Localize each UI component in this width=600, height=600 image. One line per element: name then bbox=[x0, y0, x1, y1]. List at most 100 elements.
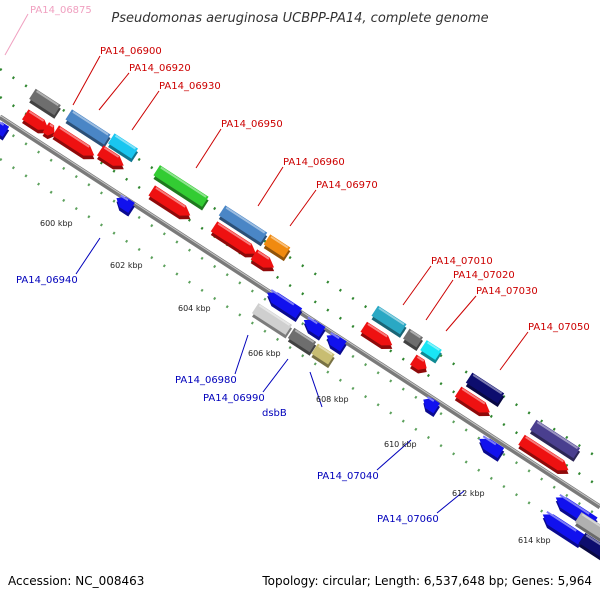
feature-blue-06940-gloss bbox=[120, 194, 129, 202]
feature-blue-06920[interactable] bbox=[64, 109, 112, 149]
feature-red-07050-gloss bbox=[461, 388, 486, 405]
feature-orange-06970[interactable] bbox=[262, 234, 292, 262]
gene-label-reverse[interactable]: PA14_06990 bbox=[203, 393, 265, 404]
leader-forward-1 bbox=[98, 72, 130, 111]
gene-label-forward[interactable]: PA14_06920 bbox=[129, 63, 191, 74]
scale-tick-label: 600 kbp bbox=[40, 219, 73, 228]
gene-label-forward[interactable]: PA14_06970 bbox=[316, 180, 378, 191]
feature-blue-06990[interactable] bbox=[299, 315, 327, 341]
map-title: Pseudomonas aeruginosa UCBPP-PA14, compl… bbox=[111, 11, 488, 26]
feature-red-06930[interactable] bbox=[95, 145, 128, 174]
feature-green-06950[interactable] bbox=[152, 165, 210, 211]
feature-blue-07040[interactable] bbox=[474, 434, 506, 462]
feature-blue-06980[interactable] bbox=[262, 288, 304, 322]
gene-label-forward[interactable]: PA14_06950 bbox=[221, 119, 283, 130]
feature-navy-right-body bbox=[578, 532, 600, 558]
feature-cyan-06930[interactable] bbox=[106, 133, 139, 163]
feature-grey-07020-body bbox=[403, 328, 423, 348]
gene-label-forward[interactable]: PA14_07050 bbox=[528, 322, 590, 333]
feature-red-1-body bbox=[21, 109, 49, 130]
feature-green-06950-body bbox=[153, 165, 209, 207]
feature-blue-07060b[interactable] bbox=[538, 509, 586, 549]
gene-label-reverse[interactable]: PA14_07040 bbox=[317, 471, 379, 482]
gene-labels: PA14_06900PA14_06920PA14_06930PA14_06950… bbox=[16, 5, 590, 525]
feature-red-07010-body bbox=[360, 321, 393, 346]
feature-red-06970[interactable] bbox=[249, 249, 279, 276]
feature-blue-06960-body bbox=[218, 205, 268, 243]
feature-cyan-06930-gloss bbox=[114, 134, 137, 150]
gene-label-reverse[interactable]: PA14_06980 bbox=[175, 375, 237, 386]
gene-label-reverse[interactable]: PA14_06940 bbox=[16, 275, 78, 286]
feature-cyan-07010-body bbox=[371, 305, 407, 335]
leader-reverse-1 bbox=[234, 334, 249, 375]
feature-red-1[interactable] bbox=[20, 109, 53, 138]
feature-blue-dsbb-gloss bbox=[330, 332, 340, 340]
scale-tick-label: 608 kbp bbox=[316, 395, 349, 404]
feature-grey-06980[interactable] bbox=[250, 303, 293, 339]
feature-blue-07040-gloss bbox=[482, 435, 497, 446]
feature-navy-right[interactable] bbox=[577, 532, 600, 561]
feature-purple[interactable] bbox=[528, 419, 581, 462]
feature-blue-07030[interactable] bbox=[418, 395, 441, 417]
guide-track-1 bbox=[0, 125, 600, 519]
feature-red-06900-body bbox=[52, 125, 95, 156]
feature-red-right-gloss bbox=[525, 436, 564, 463]
gene-label-forward[interactable]: PA14_06900 bbox=[100, 46, 162, 57]
feature-grey-06990[interactable] bbox=[286, 327, 318, 356]
feature-cyan-07030[interactable] bbox=[419, 340, 444, 364]
feature-red-06970-body bbox=[250, 249, 275, 268]
gene-label-forward[interactable]: PA14_07010 bbox=[431, 256, 493, 267]
feature-red-06900[interactable] bbox=[51, 125, 99, 164]
feature-red-06960-body bbox=[210, 221, 256, 254]
feature-khaki-dsbb[interactable] bbox=[310, 343, 337, 369]
feature-blue-06960-gloss bbox=[225, 206, 266, 234]
feature-blue-07030-gloss bbox=[426, 396, 435, 402]
leader-forward-7 bbox=[425, 279, 454, 321]
feature-red-06960-gloss bbox=[217, 222, 252, 246]
feature-red-1b[interactable] bbox=[41, 122, 59, 141]
leader-forward-6 bbox=[402, 265, 432, 306]
feature-orange-06970-gloss bbox=[270, 235, 289, 249]
feature-red-right[interactable] bbox=[517, 434, 574, 479]
gene-label-faded[interactable]: PA14_06875 bbox=[30, 5, 92, 16]
feature-purple-body bbox=[529, 419, 581, 459]
feature-red-07010[interactable] bbox=[359, 321, 397, 354]
feature-left-edge[interactable] bbox=[0, 119, 11, 141]
feature-cyan-07010[interactable] bbox=[370, 305, 408, 338]
gene-label-forward[interactable]: PA14_07030 bbox=[476, 286, 538, 297]
feature-red-06970-gloss bbox=[257, 250, 270, 260]
feature-grey-07020[interactable] bbox=[401, 328, 424, 351]
feature-blue-06960[interactable] bbox=[217, 205, 269, 247]
feature-blue-dsbb-body bbox=[326, 334, 347, 352]
feature-cyan-07030-gloss bbox=[427, 341, 440, 351]
feature-red-06950[interactable] bbox=[147, 185, 195, 224]
feature-navy-07050[interactable] bbox=[464, 372, 506, 407]
gene-label-forward[interactable]: PA14_07020 bbox=[453, 270, 515, 281]
feature-red-07050[interactable] bbox=[453, 386, 495, 421]
feature-red-right-body bbox=[518, 434, 569, 471]
feature-left-edge-body bbox=[0, 122, 10, 137]
feature-blue-dsbb[interactable] bbox=[322, 331, 349, 356]
feature-grey-1-body bbox=[29, 88, 61, 116]
feature-grey-right[interactable] bbox=[573, 512, 600, 548]
feature-cyan-06930-body bbox=[107, 133, 139, 159]
feature-red-1b-gloss bbox=[49, 123, 54, 128]
gene-label-forward[interactable]: PA14_06930 bbox=[159, 81, 221, 92]
feature-khaki-dsbb-gloss bbox=[318, 345, 333, 356]
gene-label-reverse[interactable]: dsbB bbox=[262, 408, 287, 419]
label-leaders bbox=[4, 13, 529, 514]
feature-grey-06990-body bbox=[287, 327, 317, 353]
feature-blue-06940[interactable] bbox=[112, 193, 137, 217]
feature-grey-06990-gloss bbox=[294, 329, 315, 344]
scale-tick-label: 606 kbp bbox=[248, 349, 281, 358]
feature-cyan-07010-gloss bbox=[378, 307, 405, 326]
feature-layer bbox=[0, 88, 600, 561]
feature-red-07020[interactable] bbox=[408, 354, 431, 377]
gene-label-forward[interactable]: PA14_06960 bbox=[283, 157, 345, 168]
feature-grey-1[interactable] bbox=[28, 88, 63, 119]
feature-blue-06920-gloss bbox=[72, 110, 109, 136]
gene-label-reverse[interactable]: PA14_07060 bbox=[377, 514, 439, 525]
feature-red-06960[interactable] bbox=[209, 221, 261, 262]
